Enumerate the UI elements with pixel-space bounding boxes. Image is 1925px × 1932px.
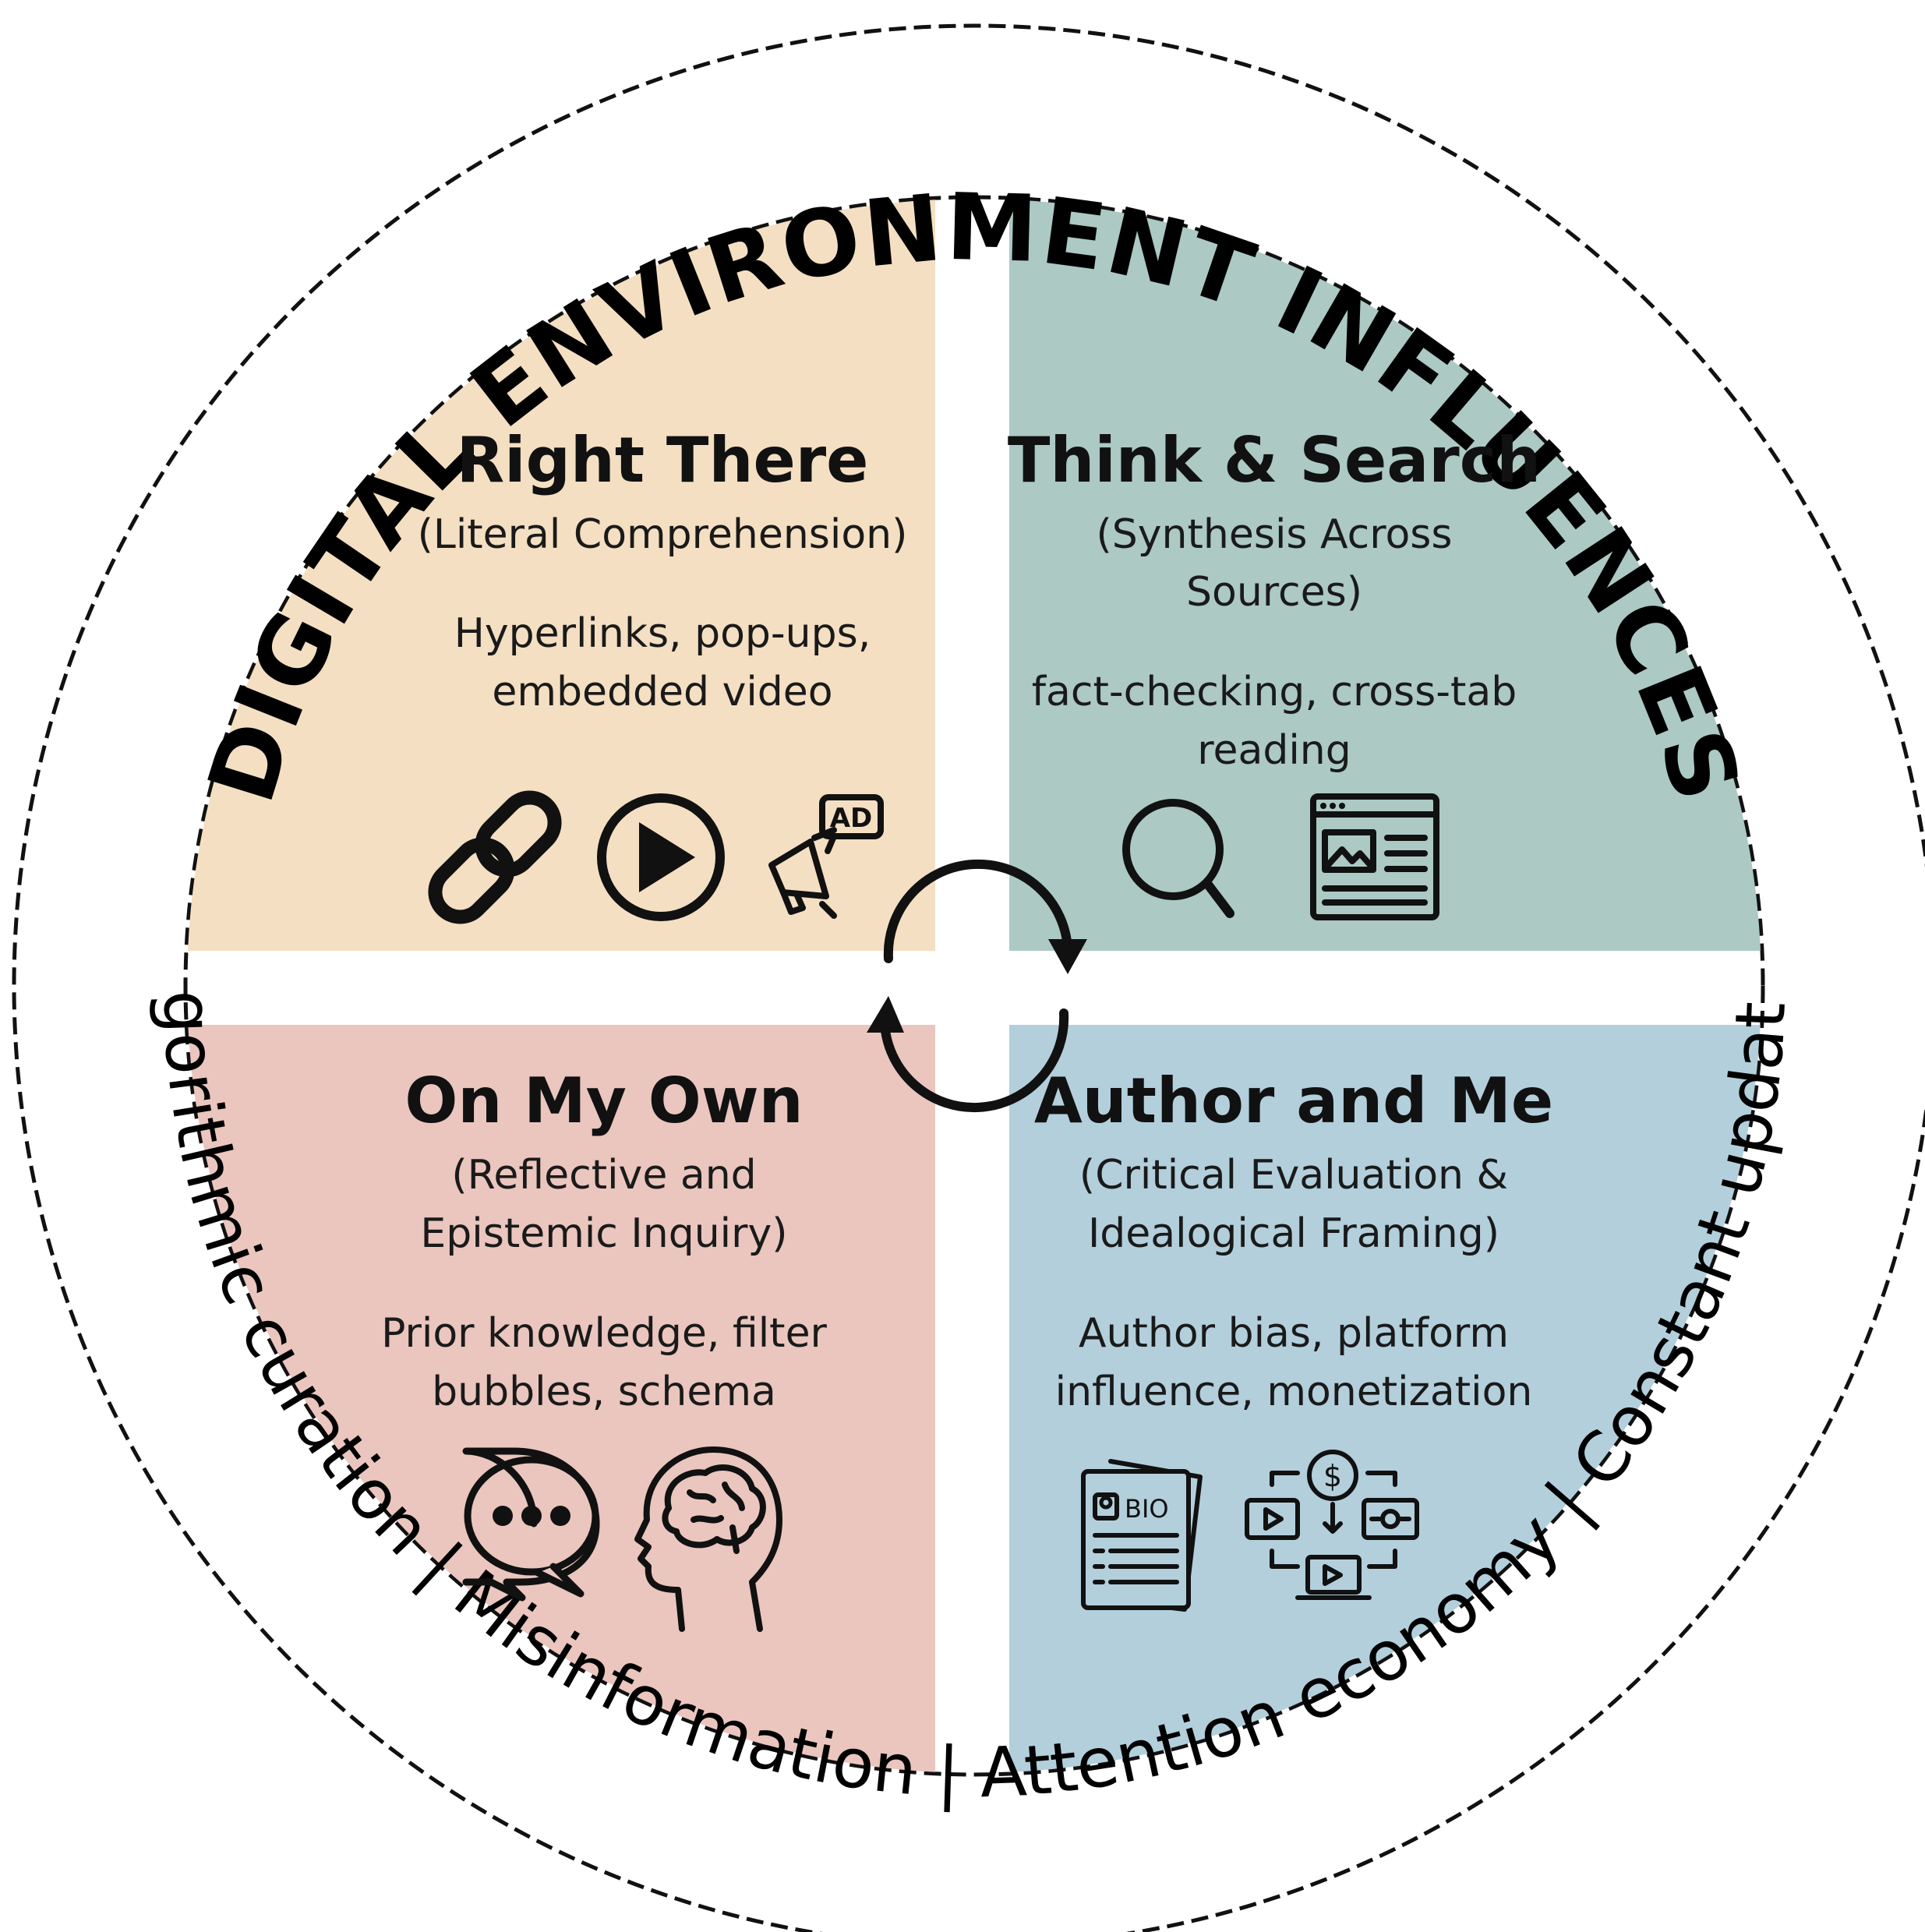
quadrant-bottom-right-desc-1: Author bias, platform (1079, 1310, 1509, 1357)
inner-dashed-ring (183, 195, 1765, 1777)
quadrant-top-right-subtitle-1: (Synthesis Across (1096, 511, 1452, 558)
bio-documents-icon: BIO (1081, 1459, 1203, 1612)
ad-megaphone-icon: AD (768, 794, 884, 919)
quadrant-bottom-right-title: Author and Me (1034, 1065, 1553, 1137)
quadrant-top-right-title: Think & Search (1008, 424, 1541, 496)
quadrant-bottom-left-desc-1: Prior knowledge, filter (381, 1310, 827, 1357)
head-brain-icon (634, 1446, 782, 1632)
dollar-sign-text: $ (1323, 1459, 1342, 1493)
quadrant-top-right-desc-1: fact-checking, cross-tab (1032, 669, 1517, 715)
browser-window-icon (1310, 793, 1439, 920)
ad-badge-text: AD (830, 803, 873, 834)
quadrant-bottom-left-title: On My Own (404, 1065, 803, 1137)
quadrant-top-left-subtitle: (Literal Comprehension) (418, 511, 908, 558)
bio-badge-text: BIO (1125, 1494, 1169, 1524)
speech-bubble-icon (462, 1447, 600, 1602)
quadrant-top-right-desc-2: reading (1197, 727, 1351, 774)
quadrant-bottom-right-desc-2: influence, monetization (1055, 1369, 1533, 1415)
quadrant-bottom-left-subtitle-1: (Reflective and (451, 1152, 756, 1199)
cycle-arrows-icon (867, 859, 1087, 1113)
quadrant-bottom-right-subtitle-2: Idealogical Framing) (1088, 1210, 1499, 1257)
quadrant-top-left-desc-1: Hyperlinks, pop-ups, (454, 610, 871, 657)
quadrant-bottom-right-subtitle-1: (Critical Evaluation & (1079, 1152, 1508, 1199)
quadrant-top-right-subtitle-2: Sources) (1186, 569, 1362, 616)
quadrant-bottom-left-desc-2: bubbles, schema (432, 1369, 776, 1415)
quadrant-top-left-title: Right There (457, 424, 869, 496)
play-button-icon (597, 793, 725, 921)
monetization-cycle-icon: $ (1245, 1450, 1419, 1600)
magnifier-icon (1122, 799, 1234, 918)
quadrant-top-left-desc-2: embedded video (492, 669, 832, 715)
quadrant-bottom-left-subtitle-2: Epistemic Inquiry) (420, 1210, 787, 1257)
link-icon (428, 790, 562, 924)
outer-dashed-ring (12, 23, 1925, 1932)
